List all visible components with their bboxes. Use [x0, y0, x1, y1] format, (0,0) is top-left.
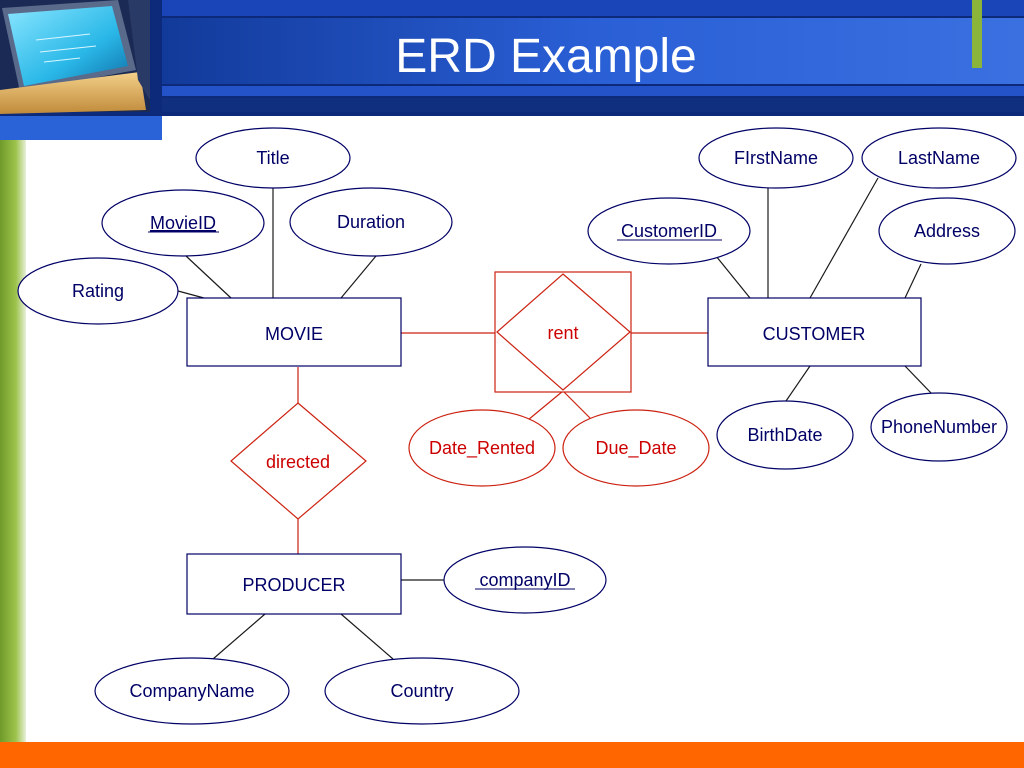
header-lower-stripe — [162, 86, 1024, 96]
attribute-last-name-label: LastName — [898, 148, 980, 168]
attribute-customer-id-label: CustomerID — [621, 221, 717, 241]
relationship-rent-label: rent — [547, 323, 578, 343]
producer-attribute-connectors — [212, 579, 444, 660]
header-bottom-stripe — [162, 98, 1024, 112]
entity-movie-label: MOVIE — [265, 324, 323, 344]
bottom-orange-bar — [0, 742, 1024, 768]
attribute-due-date[interactable]: Due_Date — [562, 409, 710, 487]
attribute-date-rented[interactable]: Date_Rented — [408, 409, 556, 487]
attribute-first-name-label: FIrstName — [734, 148, 818, 168]
attribute-birth-date[interactable]: BirthDate — [716, 400, 854, 470]
attribute-phone-number-label: PhoneNumber — [881, 417, 997, 437]
relationship-directed-label: directed — [266, 452, 330, 472]
header-band — [0, 0, 1024, 140]
movie-attribute-connectors — [177, 188, 377, 299]
relationship-directed[interactable]: directed — [230, 402, 367, 520]
header-green-accent — [972, 0, 982, 68]
attribute-last-name[interactable]: LastName — [861, 127, 1017, 189]
header-title-band — [162, 18, 1024, 84]
header-corner-block — [0, 116, 162, 140]
attribute-company-name-label: CompanyName — [129, 681, 254, 701]
attribute-company-id[interactable]: companyID — [443, 546, 607, 614]
attribute-duration[interactable]: Duration — [289, 187, 453, 257]
entity-producer[interactable]: PRODUCER — [186, 553, 402, 615]
attribute-title-label: Title — [256, 148, 289, 168]
attribute-date-rented-label: Date_Rented — [429, 438, 535, 459]
attribute-duration-label: Duration — [337, 212, 405, 232]
relationship-rent[interactable]: rent — [494, 271, 632, 393]
attribute-phone-number[interactable]: PhoneNumber — [870, 392, 1008, 462]
attribute-country-label: Country — [390, 681, 453, 701]
entity-customer[interactable]: CUSTOMER — [707, 297, 922, 367]
monitor-image — [0, 0, 150, 114]
attribute-address-label: Address — [914, 221, 980, 241]
attribute-company-id-label: companyID — [479, 570, 570, 590]
slide-title: ERD Example — [395, 30, 696, 83]
attribute-birth-date-label: BirthDate — [747, 425, 822, 445]
attribute-country[interactable]: Country — [324, 657, 520, 725]
header-top-stripe — [162, 0, 1024, 16]
attribute-rating[interactable]: Rating — [17, 257, 179, 325]
entity-producer-label: PRODUCER — [242, 575, 345, 595]
left-green-bar — [0, 140, 26, 742]
attribute-movie-id[interactable]: MovieID — [101, 189, 265, 257]
attribute-movie-id-label: MovieID — [150, 213, 216, 233]
attribute-first-name[interactable]: FIrstName — [698, 127, 854, 189]
entity-movie[interactable]: MOVIE — [186, 297, 402, 367]
attribute-customer-id[interactable]: CustomerID — [587, 197, 751, 265]
attribute-company-name[interactable]: CompanyName — [94, 657, 290, 725]
entity-customer-label: CUSTOMER — [763, 324, 866, 344]
attribute-rating-label: Rating — [72, 281, 124, 301]
customer-attribute-connectors — [715, 177, 933, 402]
relationship-connectors — [297, 332, 708, 554]
attribute-title[interactable]: Title — [195, 127, 351, 189]
attribute-address[interactable]: Address — [878, 197, 1016, 265]
attribute-due-date-label: Due_Date — [595, 438, 676, 459]
